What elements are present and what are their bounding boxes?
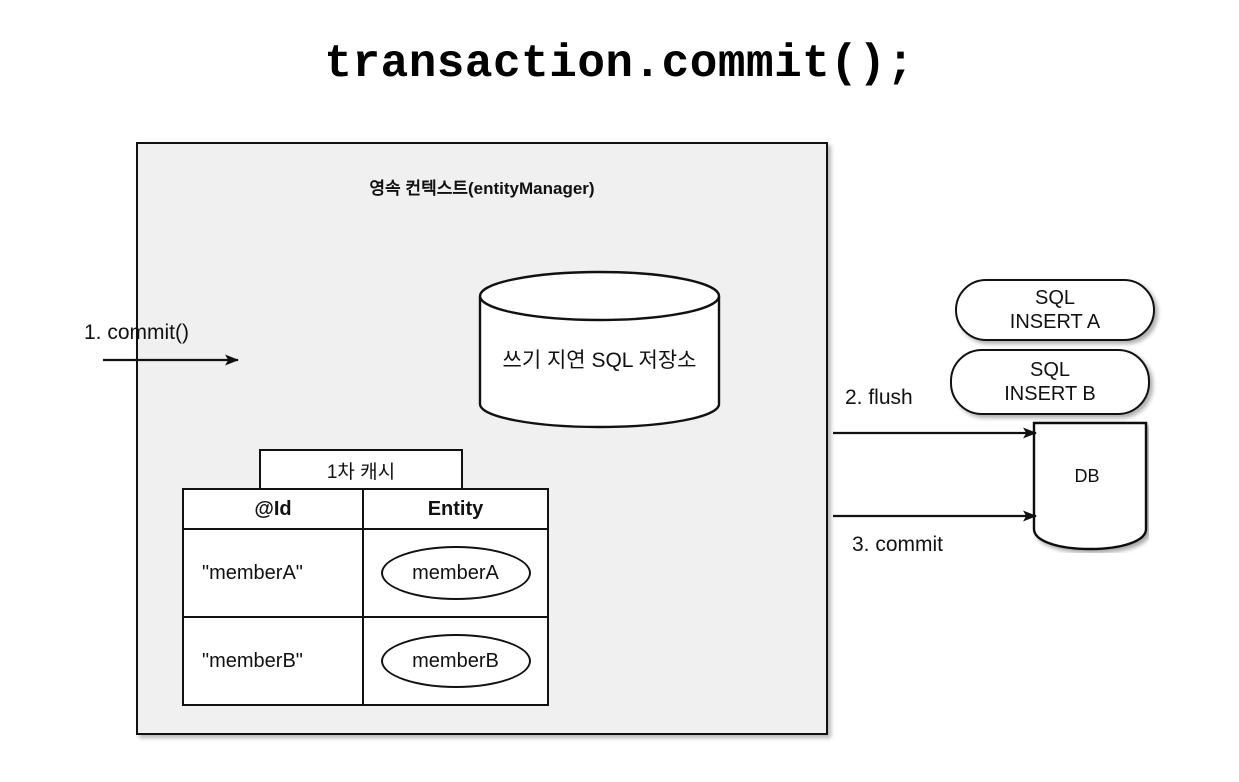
sql-insert-b-line1: SQL xyxy=(1029,358,1071,381)
sql-insert-b-line2: INSERT B xyxy=(1004,383,1096,405)
sql-insert-b-box: SQL INSERT B xyxy=(950,349,1150,415)
database-label: DB xyxy=(1074,466,1100,486)
table-header-row: @Id Entity xyxy=(182,488,549,530)
cell-id-member-a: "memberA" xyxy=(182,528,364,618)
table-row: "memberB" memberB xyxy=(182,616,549,706)
write-behind-sql-store-cylinder xyxy=(478,270,721,430)
first-level-cache-table: @Id Entity "memberA" memberA "memberB" m… xyxy=(182,488,549,706)
column-header-id: @Id xyxy=(182,488,364,530)
cell-entity-member-a: memberA xyxy=(362,528,549,618)
cylinder-shape xyxy=(1032,421,1148,551)
arrow-label-commit: 1. commit() xyxy=(84,321,189,344)
entity-ellipse-member-a: memberA xyxy=(380,546,531,600)
column-header-entity: Entity xyxy=(362,488,549,530)
page-title: transaction.commit(); xyxy=(324,38,915,90)
persistence-context-label: 영속 컨텍스트(entityManager) xyxy=(369,179,595,198)
cylinder-shape xyxy=(478,270,721,429)
first-level-cache-caption: 1차 캐시 xyxy=(259,449,463,491)
database-cylinder xyxy=(1031,413,1149,553)
cell-entity-member-b: memberB xyxy=(362,616,549,706)
cell-id-member-b: "memberB" xyxy=(182,616,364,706)
entity-ellipse-member-b: memberB xyxy=(380,634,531,688)
arrow-label-commit-db: 3. commit xyxy=(852,533,944,556)
sql-insert-a-line1: SQL xyxy=(1034,286,1076,309)
sql-insert-a-line2: INSERT A xyxy=(1009,311,1101,333)
table-row: "memberA" memberA xyxy=(182,528,549,618)
write-behind-sql-store-label: 쓰기 지연 SQL 저장소 xyxy=(502,349,697,372)
sql-insert-a-box: SQL INSERT A xyxy=(955,279,1155,341)
arrow-label-flush: 2. flush xyxy=(845,386,913,409)
